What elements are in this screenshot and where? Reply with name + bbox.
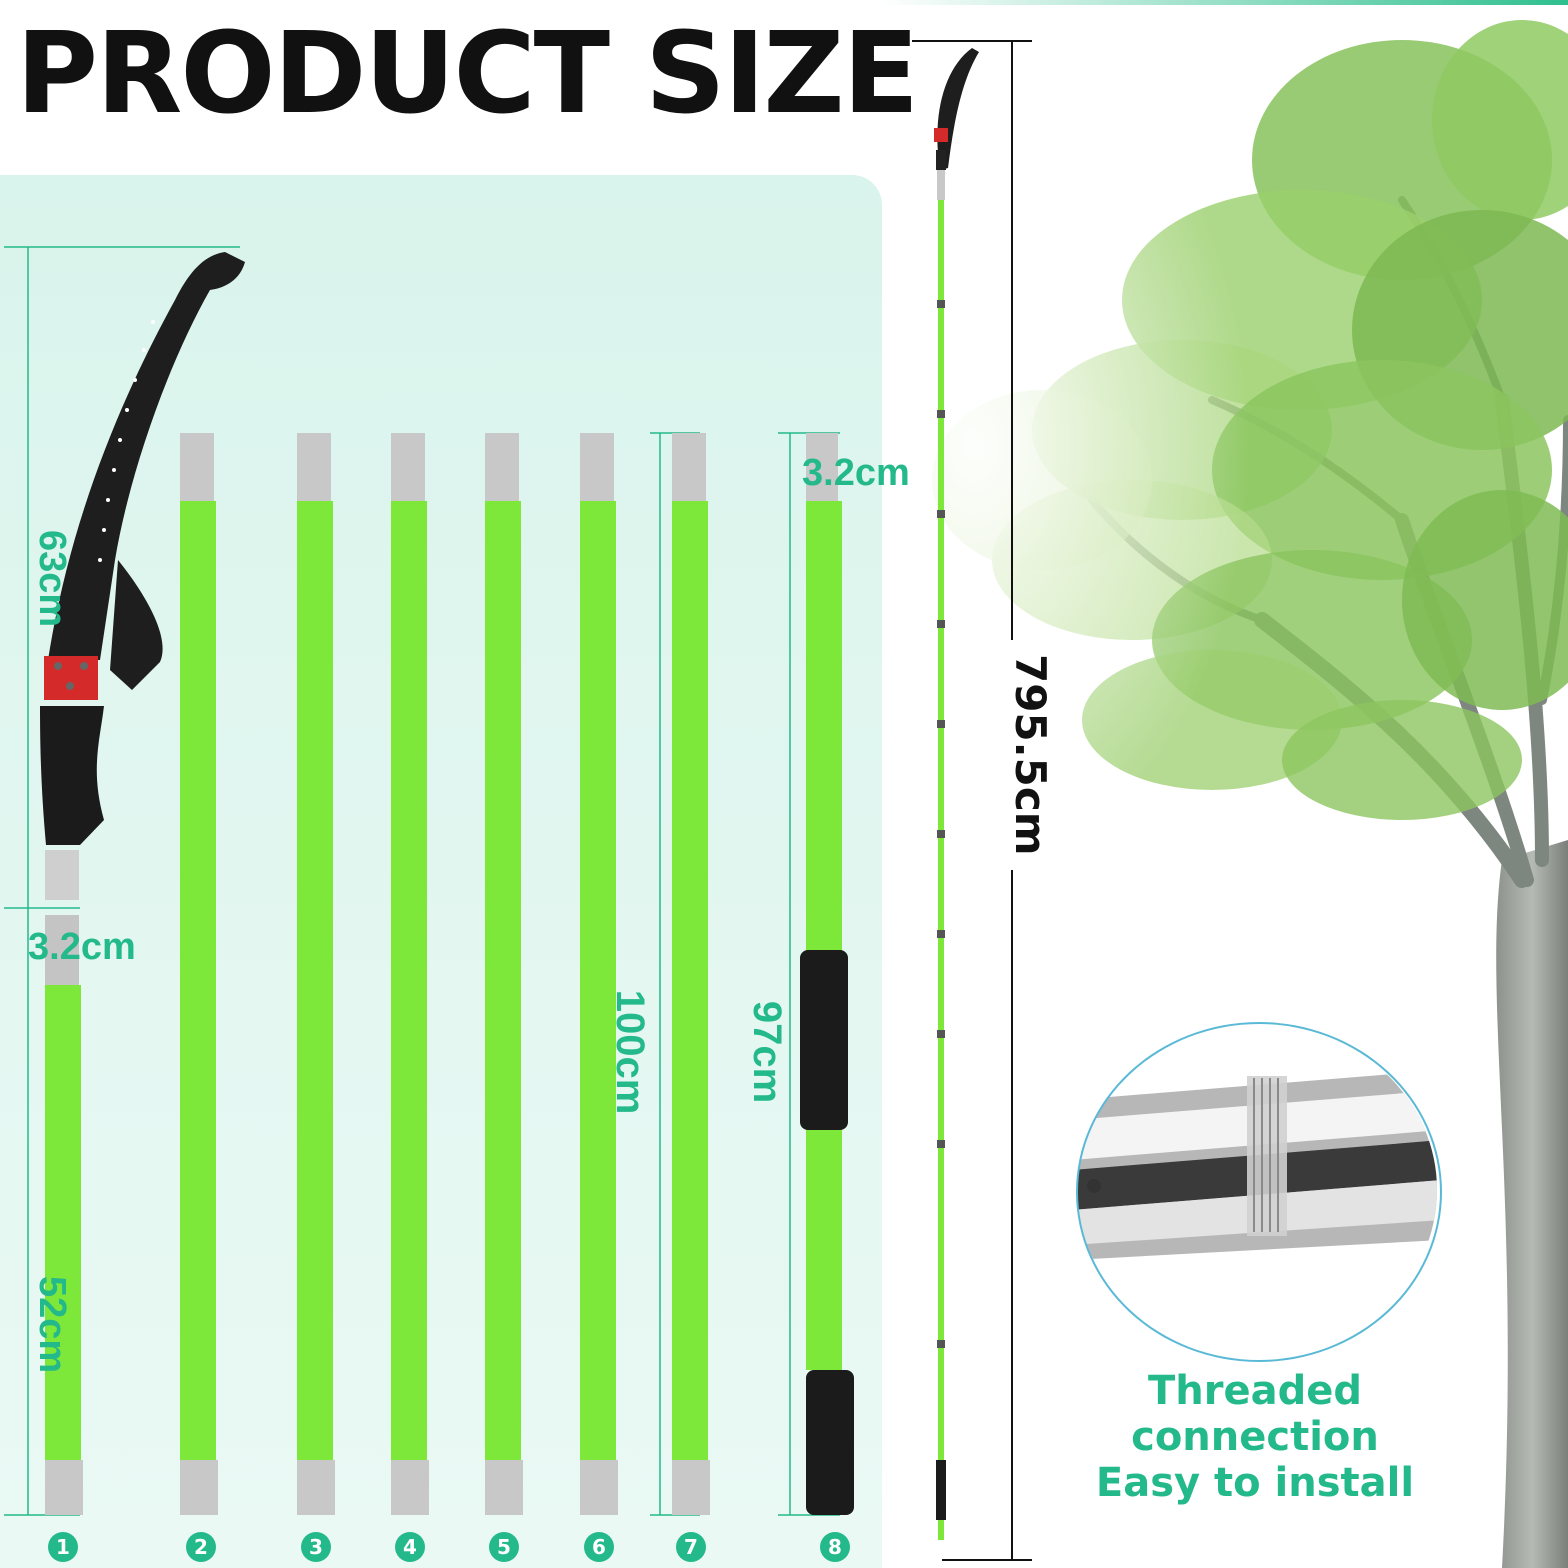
piece-2-pole [180,433,218,1515]
handle-pole-length-label: 97cm [745,1000,789,1104]
total-length-label: 795.5cm [1006,654,1055,856]
piece-number-8: 8 [820,1532,850,1562]
standard-pole-length-label: 100cm [608,989,652,1115]
fog-overlay [882,200,1342,900]
piece-number-1: 1 [48,1532,78,1562]
piece-6-pole [580,433,618,1515]
left-thread-length-label: 3.2cm [28,926,136,968]
piece-3-pole [297,433,335,1515]
piece-number-3: 3 [301,1532,331,1562]
thread-caption-line-1: Threaded connection [1131,1368,1379,1460]
piece-number-6: 6 [584,1532,614,1562]
right-thread-length-label: 3.2cm [802,452,910,494]
piece-number-5: 5 [489,1532,519,1562]
top-accent-rule [880,0,1568,5]
lower-pole-length-label: 52cm [31,1276,73,1374]
tree-trunk [1496,840,1568,1568]
piece-number-4: 4 [395,1532,425,1562]
page-title: PRODUCT SIZE [16,9,919,139]
piece-5-pole [485,433,523,1515]
piece-1-saw-head [40,252,245,1515]
total-dimension-line [912,40,1032,1561]
piece-4-pole [391,433,429,1515]
piece-number-2: 2 [186,1532,216,1562]
piece-8-handle-pole [800,433,854,1515]
saw-head-length-label: 63cm [31,530,73,628]
piece-number-7: 7 [676,1532,706,1562]
thread-caption-line-2: Easy to install [1095,1460,1415,1506]
pieces-drawing [4,246,854,1516]
thread-closeup-frame [1076,1022,1442,1362]
left-dimension-lines [4,246,840,1516]
assembled-pole [934,48,979,1540]
thread-caption: Threaded connection Easy to install [1040,1368,1470,1506]
piece-7-pole [672,433,710,1515]
